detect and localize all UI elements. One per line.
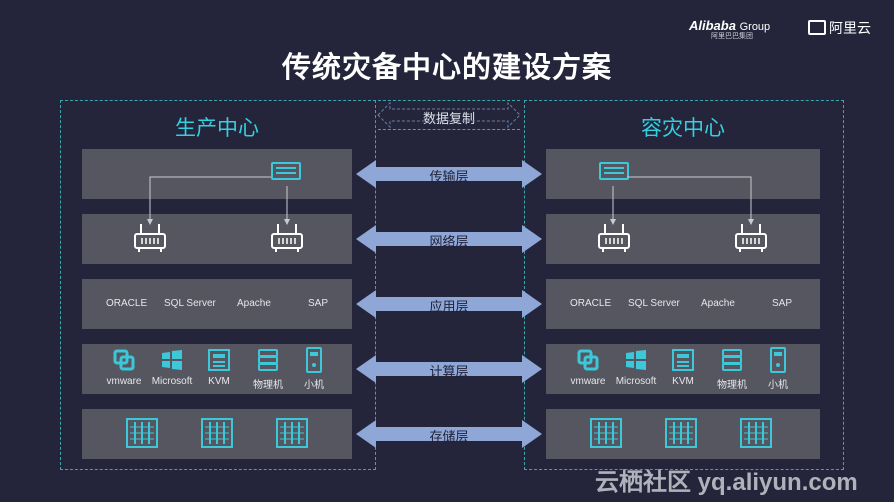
left-network-layer <box>82 214 352 264</box>
alibaba-sub-text: 阿里巴巴集团 <box>711 32 753 40</box>
right-storage-icon-3 <box>740 418 772 448</box>
right-connectors <box>610 176 754 225</box>
left-kvm-icon <box>208 349 230 371</box>
storage-layer-label: 存储层 <box>429 430 469 445</box>
right-windows-icon <box>626 350 646 370</box>
aliyun-logo-icon <box>808 20 826 35</box>
right-label-vmware: vmware <box>570 376 606 387</box>
right-app-sap: SAP <box>772 298 793 309</box>
left-label-microsoft: Microsoft <box>151 376 193 387</box>
left-vmware-icon <box>113 349 135 371</box>
right-storage-icon-2 <box>665 418 697 448</box>
page-title: 传统灾备中心的建设方案 <box>281 50 612 84</box>
left-storage-icon-1 <box>126 418 158 448</box>
left-app-oracle: ORACLE <box>106 298 148 309</box>
left-app-sap: SAP <box>308 298 329 309</box>
left-physical-server-icon <box>258 349 278 371</box>
right-physical-server-icon <box>722 349 742 371</box>
right-app-sqlserver: SQL Server <box>628 298 680 309</box>
right-vmware-icon <box>577 349 599 371</box>
left-router-icon-2 <box>271 224 303 252</box>
left-app-apache: Apache <box>237 298 271 309</box>
left-transport-layer <box>82 149 352 199</box>
left-label-physical: 物理机 <box>253 380 283 391</box>
watermark: 云栖社区 yq.aliyun.com <box>595 469 858 496</box>
right-label-kvm: KVM <box>672 376 694 387</box>
transport-layer-label: 传输层 <box>429 170 469 185</box>
right-storage-icon-1 <box>590 418 622 448</box>
right-router-icon <box>598 224 630 252</box>
left-windows-icon <box>162 350 182 370</box>
right-switch-icon <box>599 162 629 180</box>
right-kvm-icon <box>672 349 694 371</box>
left-switch-icon <box>271 162 301 180</box>
left-storage-icon-2 <box>201 418 233 448</box>
network-layer-label: 网络层 <box>429 235 469 250</box>
left-label-kvm: KVM <box>208 376 230 387</box>
right-label-physical: 物理机 <box>717 380 747 391</box>
right-minicomputer-icon <box>770 347 786 373</box>
dr-center-frame <box>524 100 844 470</box>
right-app-apache: Apache <box>701 298 735 309</box>
transport-arrow <box>356 160 542 188</box>
left-label-vmware: vmware <box>106 376 142 387</box>
production-center-title: 生产中心 <box>175 116 259 140</box>
right-application-layer <box>546 279 820 329</box>
compute-arrow <box>356 355 542 383</box>
alibaba-logo-text: Alibaba <box>689 18 736 33</box>
replication-label: 数据复制 <box>422 112 475 127</box>
production-center-frame <box>60 100 376 470</box>
left-minicomputer-icon <box>306 347 322 373</box>
left-connectors <box>147 176 290 225</box>
right-network-layer <box>546 214 820 264</box>
alibaba-group-logo: Alibaba Group <box>689 18 770 33</box>
right-router-icon-2 <box>735 224 767 252</box>
aliyun-logo-text: 阿里云 <box>829 20 871 36</box>
right-label-minicomputer: 小机 <box>768 380 788 391</box>
compute-layer-label: 计算层 <box>429 365 469 380</box>
storage-arrow <box>356 420 542 448</box>
aliyun-logo: 阿里云 <box>808 18 871 38</box>
left-label-minicomputer: 小机 <box>304 380 324 391</box>
application-layer-label: 应用层 <box>429 300 469 315</box>
left-router-icon <box>134 224 166 252</box>
replication-frame <box>378 100 520 130</box>
replication-arrow <box>377 101 521 129</box>
left-application-layer <box>82 279 352 329</box>
left-storage-icon-3 <box>276 418 308 448</box>
application-arrow <box>356 290 542 318</box>
network-arrow <box>356 225 542 253</box>
right-app-oracle: ORACLE <box>570 298 612 309</box>
left-app-sqlserver: SQL Server <box>164 298 216 309</box>
dr-center-title: 容灾中心 <box>641 116 725 140</box>
alibaba-group-text: Group <box>739 21 771 33</box>
right-label-microsoft: Microsoft <box>615 376 657 387</box>
right-transport-layer <box>546 149 820 199</box>
